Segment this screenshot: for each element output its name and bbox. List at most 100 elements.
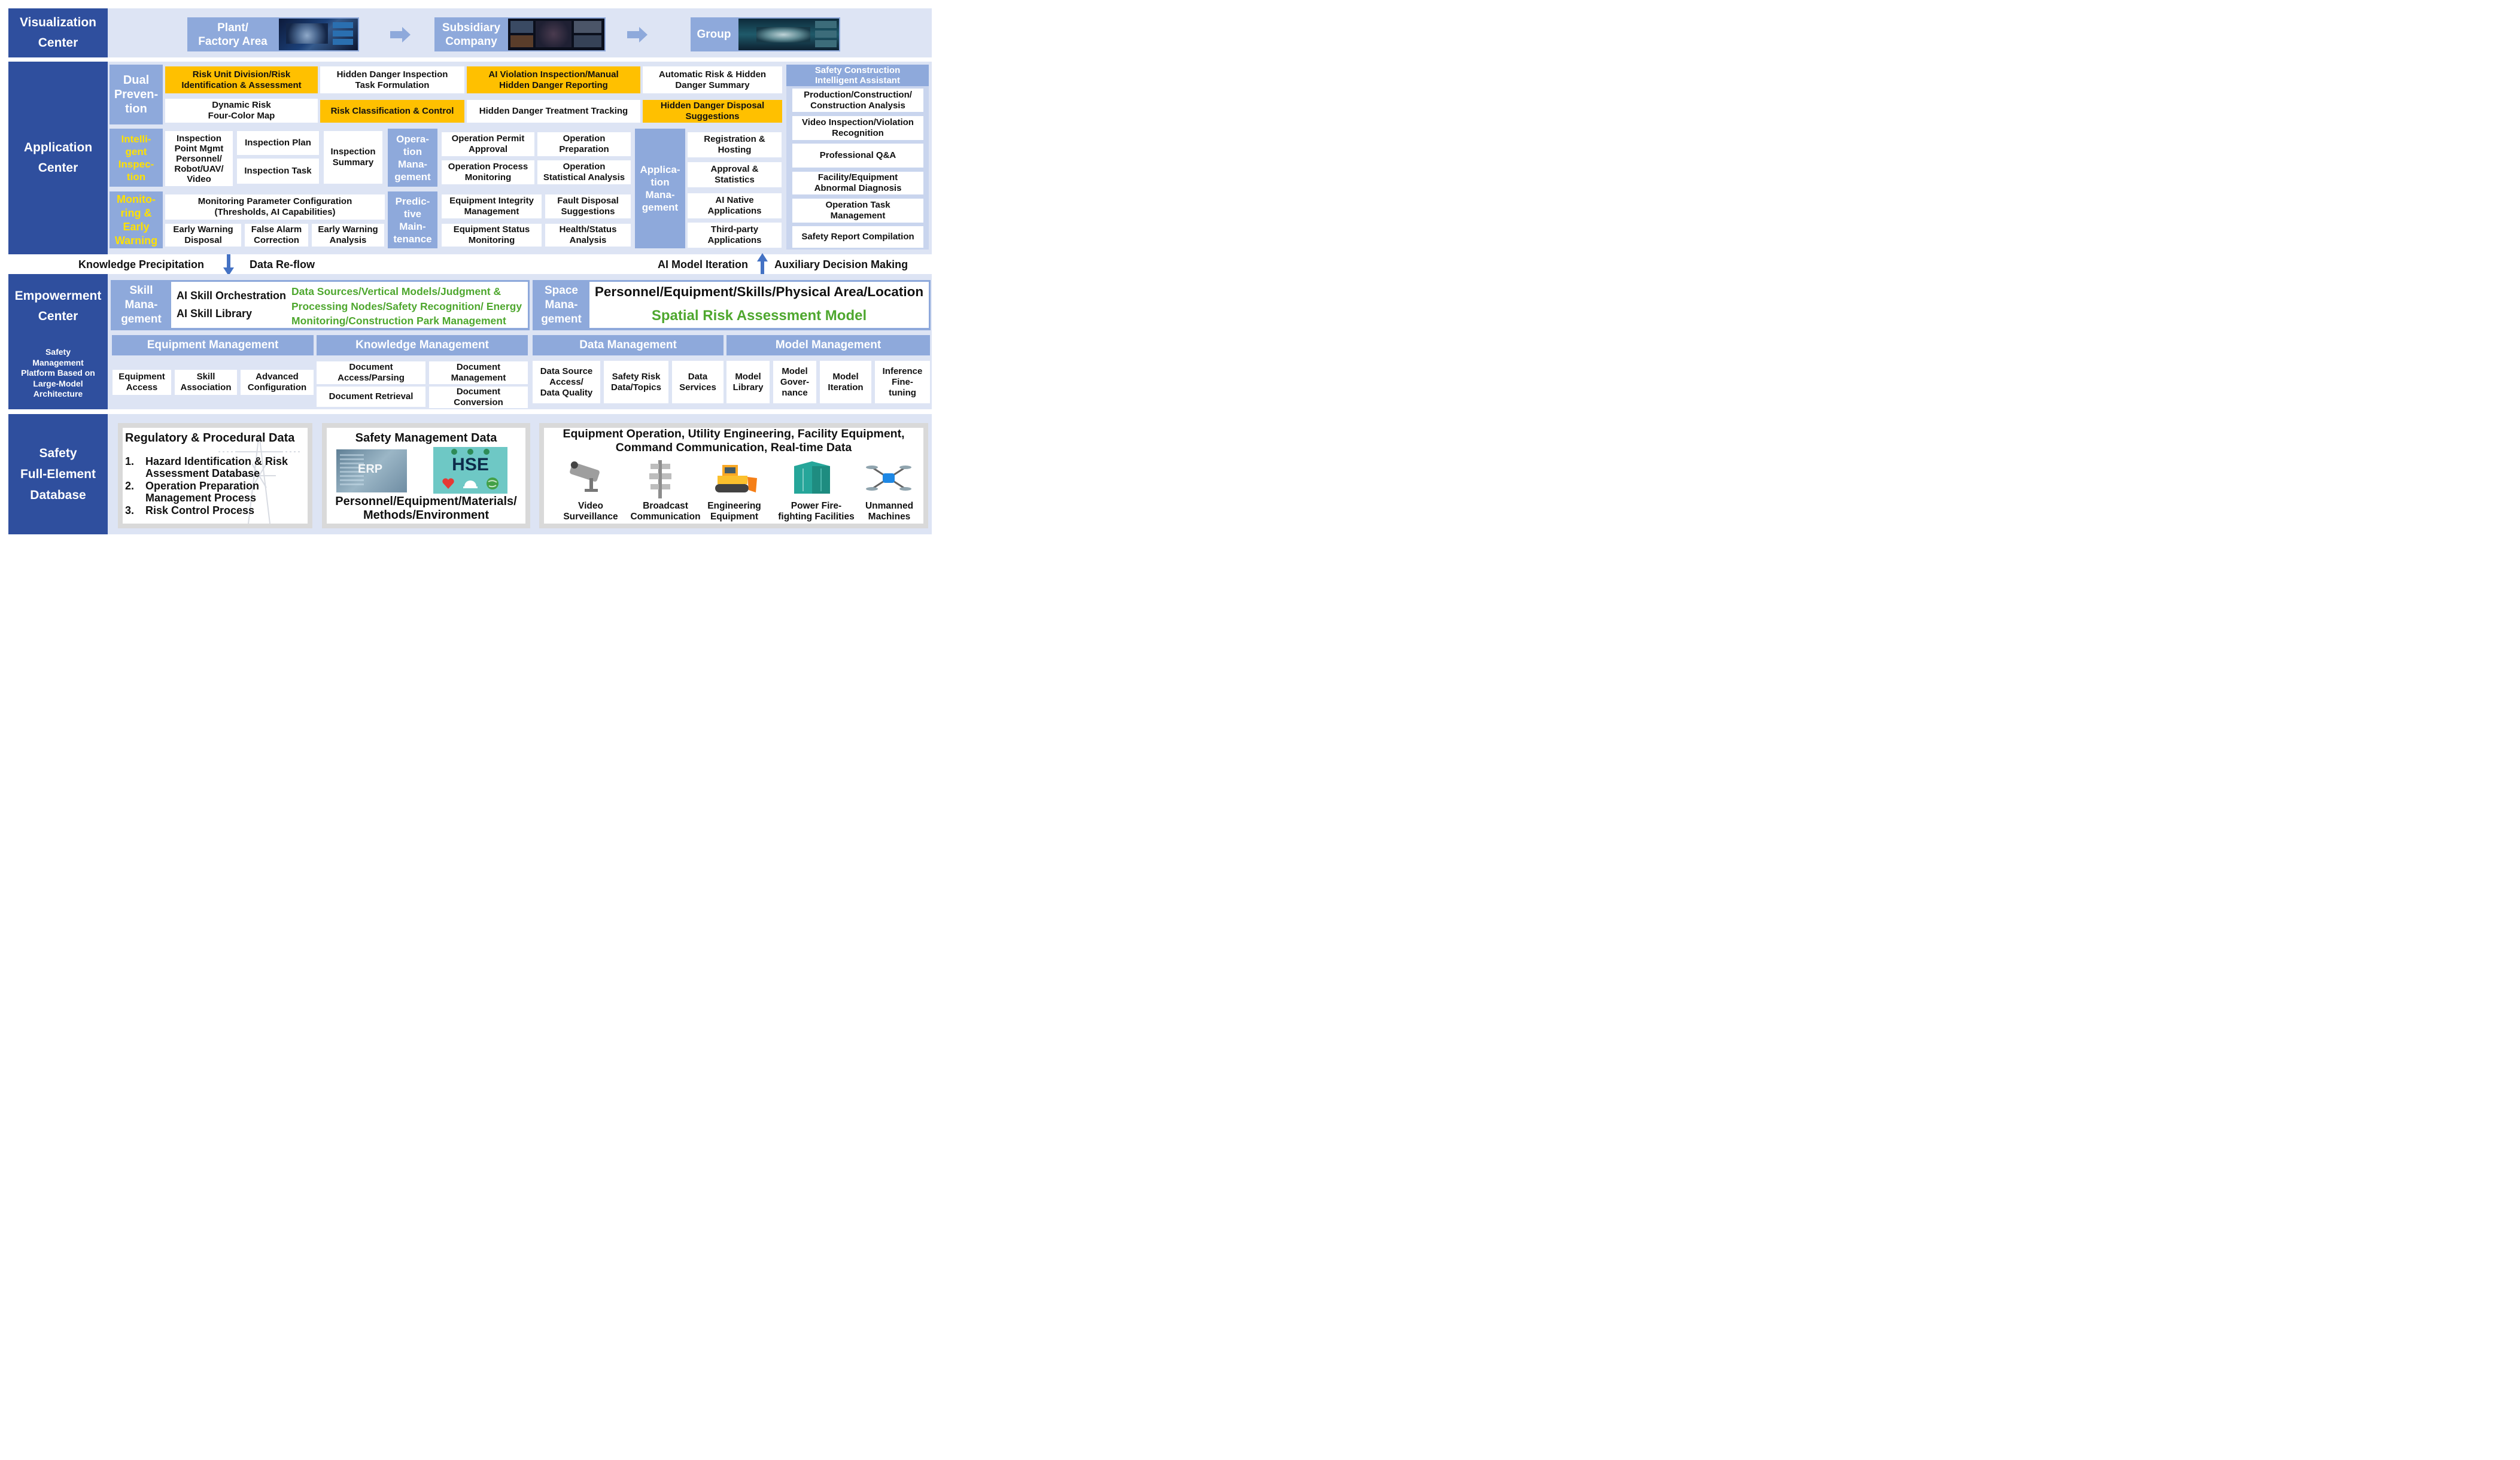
- equipment-data-inner: Equipment Operation, Utility Engineering…: [544, 427, 923, 524]
- bulldozer-icon: [709, 460, 758, 497]
- operation-process-monitoring-item[interactable]: Operation Process Monitoring: [442, 160, 534, 184]
- erp-image: ERP: [336, 449, 407, 492]
- safety-report-item[interactable]: Safety Report Compilation: [792, 226, 923, 248]
- data-reflow-label: Data Re-flow: [250, 258, 315, 270]
- plant-level-label: Plant/ Factory Area: [198, 21, 267, 48]
- registration-hosting-item[interactable]: Registration & Hosting: [688, 132, 782, 157]
- cctv-camera-icon: [562, 460, 610, 496]
- space-management-label: Space Mana- gement: [541, 284, 582, 326]
- assistant-title: Safety Construction Intelligent Assistan…: [786, 65, 929, 86]
- skill-management-content: [171, 282, 528, 328]
- ai-model-iteration-label: AI Model Iteration: [658, 258, 749, 270]
- model-management-header: Model Management: [726, 335, 930, 355]
- approval-statistics-item[interactable]: Approval & Statistics: [688, 162, 782, 187]
- regulatory-list: 1.Hazard Identification & Risk Assessmen…: [125, 455, 305, 517]
- hse-image: HSE: [433, 447, 507, 494]
- regulatory-title: Regulatory & Procedural Data: [125, 431, 295, 445]
- spatial-risk-model-text: Spatial Risk Assessment Model: [651, 308, 867, 324]
- risk-unit-division-item[interactable]: Risk Unit Division/Risk Identification &…: [165, 66, 318, 93]
- empowerment-center-subtitle: Safety Management Platform Based on Larg…: [21, 347, 95, 399]
- equipment-integrity-item[interactable]: Equipment Integrity Management: [442, 194, 542, 218]
- hidden-danger-disposal-item[interactable]: Hidden Danger Disposal Suggestions: [643, 100, 782, 123]
- operation-statistical-analysis-item[interactable]: Operation Statistical Analysis: [537, 160, 631, 184]
- power-tower-watermark: [218, 433, 302, 524]
- equipment-access-item[interactable]: Equipment Access: [113, 370, 171, 395]
- safety-data-footer: Personnel/Equipment/Materials/ Methods/E…: [335, 495, 517, 522]
- document-retrieval-item[interactable]: Document Retrieval: [317, 387, 425, 407]
- regulatory-item: 2.Operation Preparation Management Proce…: [125, 480, 260, 504]
- operation-preparation-item[interactable]: Operation Preparation: [537, 132, 631, 156]
- hidden-danger-inspection-item[interactable]: Hidden Danger Inspection Task Formulatio…: [320, 66, 464, 93]
- down-arrow-icon: [223, 254, 234, 276]
- production-analysis-item[interactable]: Production/Construction/ Construction An…: [792, 89, 923, 112]
- plant-dashboard-screenshot: [279, 19, 358, 50]
- right-arrow-icon: [390, 26, 411, 43]
- power-firefighting-label: Power Fire- fighting Facilities: [778, 501, 855, 522]
- ai-skill-orchestration[interactable]: AI Skill Orchestration: [177, 290, 287, 302]
- helmet-icon: [463, 477, 478, 490]
- video-inspection-item[interactable]: Video Inspection/Violation Recognition: [792, 116, 923, 140]
- skill-data-sources-text: Data Sources/Vertical Models/Judgment & …: [291, 285, 522, 327]
- inference-finetuning-item[interactable]: Inference Fine- tuning: [875, 361, 930, 403]
- space-management-content: [589, 282, 929, 328]
- engineering-equipment-label: Engineering Equipment: [707, 501, 761, 522]
- application-center-title: Application Center: [8, 62, 108, 254]
- equipment-status-monitoring-item[interactable]: Equipment Status Monitoring: [442, 224, 542, 247]
- auxiliary-decision-label: Auxiliary Decision Making: [774, 258, 908, 270]
- early-warning-analysis-item[interactable]: Early Warning Analysis: [312, 224, 384, 247]
- document-management-item[interactable]: Document Management: [429, 361, 528, 384]
- fault-disposal-item[interactable]: Fault Disposal Suggestions: [545, 194, 631, 218]
- ai-skill-library[interactable]: AI Skill Library: [177, 308, 253, 320]
- risk-classification-item[interactable]: Risk Classification & Control: [320, 100, 464, 123]
- subsidiary-level-card[interactable]: Subsidiary Company: [434, 17, 606, 51]
- skill-management-label: Skill Mana- gement: [121, 284, 162, 326]
- globe-icon: [486, 477, 499, 490]
- database-title: Safety Full-Element Database: [8, 414, 108, 534]
- third-party-applications-item[interactable]: Third-party Applications: [688, 223, 782, 248]
- broadcast-communication-label: Broadcast Communication: [630, 501, 701, 522]
- false-alarm-correction-item[interactable]: False Alarm Correction: [245, 224, 308, 247]
- document-conversion-item[interactable]: Document Conversion: [429, 387, 528, 408]
- operation-permit-item[interactable]: Operation Permit Approval: [442, 132, 534, 156]
- safety-data-inner: Safety Management Data ERP HSE Personnel…: [327, 428, 525, 524]
- hidden-danger-tracking-item[interactable]: Hidden Danger Treatment Tracking: [467, 100, 640, 123]
- monitoring-parameter-config-item[interactable]: Monitoring Parameter Configuration (Thre…: [165, 194, 385, 220]
- inspection-plan-item[interactable]: Inspection Plan: [237, 131, 319, 155]
- safety-risk-data-item[interactable]: Safety Risk Data/Topics: [604, 361, 668, 403]
- dynamic-risk-map-item[interactable]: Dynamic Risk Four-Color Map: [165, 99, 318, 123]
- up-arrow-icon: [757, 253, 768, 275]
- inspection-task-item[interactable]: Inspection Task: [237, 159, 319, 184]
- empowerment-center-title: Empowerment Center: [14, 289, 102, 323]
- ai-native-applications-item[interactable]: AI Native Applications: [688, 193, 782, 218]
- data-services-item[interactable]: Data Services: [672, 361, 724, 403]
- facility-diagnosis-item[interactable]: Facility/Equipment Abnormal Diagnosis: [792, 172, 923, 194]
- application-management-label: Applica- tion Mana- gement: [635, 129, 685, 248]
- plant-level-card[interactable]: Plant/ Factory Area: [187, 17, 359, 51]
- model-governance-item[interactable]: Model Gover- nance: [773, 361, 816, 403]
- model-library-item[interactable]: Model Library: [726, 361, 770, 403]
- intelligent-inspection-label: Intelli- gent Inspec- tion: [110, 129, 163, 187]
- professional-qa-item[interactable]: Professional Q&A: [792, 144, 923, 168]
- health-status-analysis-item[interactable]: Health/Status Analysis: [545, 224, 631, 247]
- inspection-point-mgmt-item[interactable]: Inspection Point Mgmt Personnel/ Robot/U…: [165, 131, 233, 186]
- predictive-maintenance-label: Predic- tive Main- tenance: [388, 191, 437, 248]
- inspection-summary-item[interactable]: Inspection Summary: [324, 131, 382, 184]
- loudspeaker-tower-icon: [643, 458, 677, 498]
- group-dashboard-screenshot: [738, 19, 839, 50]
- regulatory-item: 1.Hazard Identification & Risk Assessmen…: [125, 455, 288, 479]
- equipment-management-header: Equipment Management: [112, 335, 314, 355]
- early-warning-disposal-item[interactable]: Early Warning Disposal: [165, 224, 241, 247]
- data-source-access-item[interactable]: Data Source Access/ Data Quality: [533, 361, 600, 403]
- knowledge-management-header: Knowledge Management: [317, 335, 528, 355]
- ai-violation-inspection-item[interactable]: AI Violation Inspection/Manual Hidden Da…: [467, 66, 640, 93]
- operation-task-management-item[interactable]: Operation Task Management: [792, 199, 923, 223]
- skill-association-item[interactable]: Skill Association: [175, 370, 237, 395]
- equipment-data-title: Equipment Operation, Utility Engineering…: [563, 427, 905, 454]
- group-level-card[interactable]: Group: [691, 17, 840, 51]
- advanced-configuration-item[interactable]: Advanced Configuration: [241, 370, 314, 395]
- model-iteration-item[interactable]: Model Iteration: [820, 361, 871, 403]
- data-management-header: Data Management: [533, 335, 724, 355]
- document-access-item[interactable]: Document Access/Parsing: [317, 361, 425, 384]
- erp-label: ERP: [358, 463, 383, 476]
- automatic-risk-summary-item[interactable]: Automatic Risk & Hidden Danger Summary: [643, 66, 782, 93]
